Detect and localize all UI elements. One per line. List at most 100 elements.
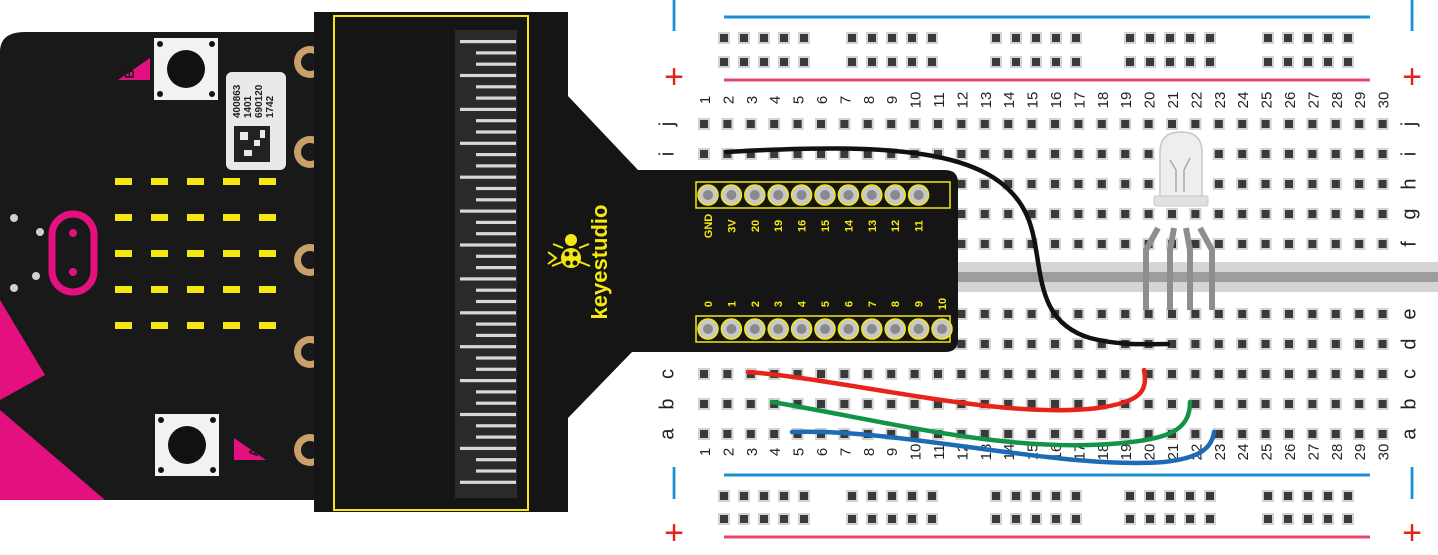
row-letter: c xyxy=(1398,369,1420,379)
breadboard-hole xyxy=(957,310,966,318)
rail-hole xyxy=(928,34,936,42)
breadboard-hole xyxy=(1121,310,1130,318)
qr-code-text: 400863 xyxy=(232,84,243,118)
column-number: 23 xyxy=(1212,444,1229,461)
breadboard-hole xyxy=(1214,430,1223,438)
breadboard-hole xyxy=(1331,120,1340,128)
breadboard-hole xyxy=(700,150,708,158)
power-rails: ||++||++ xyxy=(664,0,1422,552)
matrix-led xyxy=(115,322,132,329)
button-a[interactable] xyxy=(155,414,219,476)
edge-connector-finger xyxy=(476,401,516,405)
top-header-outline xyxy=(695,181,951,209)
breadboard-hole xyxy=(793,150,802,158)
rail-hole xyxy=(1324,515,1332,523)
breadboard-hole xyxy=(1097,150,1106,158)
header-pin-hole xyxy=(703,190,713,200)
breadboard-hole xyxy=(957,370,966,378)
edge-connector-finger xyxy=(476,288,516,292)
edge-connector-finger xyxy=(476,130,516,134)
rail-hole xyxy=(1344,515,1352,523)
matrix-led xyxy=(223,178,240,185)
rail-hole xyxy=(1166,58,1174,66)
edge-connector-finger xyxy=(460,175,516,179)
breadboard-hole xyxy=(910,400,919,408)
breadboard-hole xyxy=(1378,310,1387,318)
breadboard-hole xyxy=(1285,370,1293,378)
row-letter: g xyxy=(1398,208,1420,219)
edge-connector-finger xyxy=(460,412,516,417)
breadboard-hole xyxy=(1331,150,1340,158)
breadboard-hole xyxy=(700,430,708,438)
breadboard-hole xyxy=(1238,240,1247,248)
breadboard-hole xyxy=(1121,430,1130,438)
rail-hole xyxy=(1284,492,1292,500)
rail-hole xyxy=(1344,34,1352,42)
rail-hole xyxy=(1324,492,1332,500)
rail-hole xyxy=(1186,492,1194,500)
rail-hole xyxy=(1072,515,1080,523)
breadboard-hole xyxy=(1168,340,1176,348)
column-number: 1 xyxy=(697,448,714,456)
breadboard-hole xyxy=(1051,120,1059,128)
brand-label: keyestudio xyxy=(587,205,612,320)
breadboard-hole xyxy=(1051,430,1059,438)
breadboard-hole xyxy=(1074,340,1083,348)
header-pin-label: 14 xyxy=(843,219,855,232)
breadboard-hole xyxy=(1027,210,1036,218)
rail-hole xyxy=(800,34,808,42)
breadboard-hole xyxy=(1331,240,1340,248)
breadboard-hole xyxy=(840,120,849,128)
button-b[interactable] xyxy=(154,38,218,100)
row-letter: b xyxy=(656,398,678,409)
header-pin-hole xyxy=(796,190,807,200)
column-number: 28 xyxy=(1329,444,1346,461)
edge-connector-finger xyxy=(476,96,516,100)
rail-hole xyxy=(1166,515,1174,523)
rail-hole xyxy=(908,58,916,66)
breadboard-hole xyxy=(1378,400,1387,408)
column-number: 5 xyxy=(791,448,808,456)
rail-hole xyxy=(1206,34,1214,42)
breadboard-hole xyxy=(1355,150,1364,158)
edge-connector-finger xyxy=(476,367,516,371)
rail-hole xyxy=(740,58,748,66)
header-pin-label: 6 xyxy=(843,301,855,307)
matrix-led xyxy=(259,214,276,221)
rail-plus-symbol: + xyxy=(664,514,684,552)
breadboard-hole xyxy=(1308,240,1317,248)
breadboard-hole xyxy=(1027,310,1036,318)
breadboard-hole xyxy=(1144,180,1153,188)
header-pin-label: 19 xyxy=(773,220,785,232)
rail-hole xyxy=(780,34,788,42)
breadboard-hole xyxy=(1308,310,1317,318)
rail-hole xyxy=(928,515,936,523)
breadboard-hole xyxy=(1355,310,1364,318)
header-pin-label: 3 xyxy=(773,301,785,307)
rail-hole xyxy=(928,58,936,66)
breadboard-hole xyxy=(1331,210,1340,218)
rail-hole xyxy=(908,34,916,42)
breadboard-hole xyxy=(1121,240,1130,248)
row-letter: f xyxy=(1398,241,1420,247)
column-number: 24 xyxy=(1235,92,1252,109)
breadboard-labels: 1122334455667788991010111112121313141415… xyxy=(656,92,1420,461)
column-number: 11 xyxy=(931,444,948,460)
breadboard-hole xyxy=(1261,180,1270,188)
header-pin-label: 8 xyxy=(890,301,902,307)
rail-hole xyxy=(1012,34,1020,42)
edge-connector-finger xyxy=(476,198,516,202)
matrix-led xyxy=(259,322,276,329)
breadboard-hole xyxy=(1238,150,1247,158)
column-number: 6 xyxy=(814,96,831,104)
breadboard-hole xyxy=(1261,430,1270,438)
green-wire xyxy=(769,399,1193,448)
row-letter: b xyxy=(1398,398,1420,409)
column-number: 20 xyxy=(1142,92,1159,109)
breadboard-hole xyxy=(1285,150,1293,158)
header-pin-label: 1 xyxy=(726,301,738,307)
qr-code-text: 690120 xyxy=(254,84,265,118)
breadboard-hole xyxy=(1214,370,1223,378)
rail-hole xyxy=(1206,492,1214,500)
row-letter: i xyxy=(656,152,678,156)
